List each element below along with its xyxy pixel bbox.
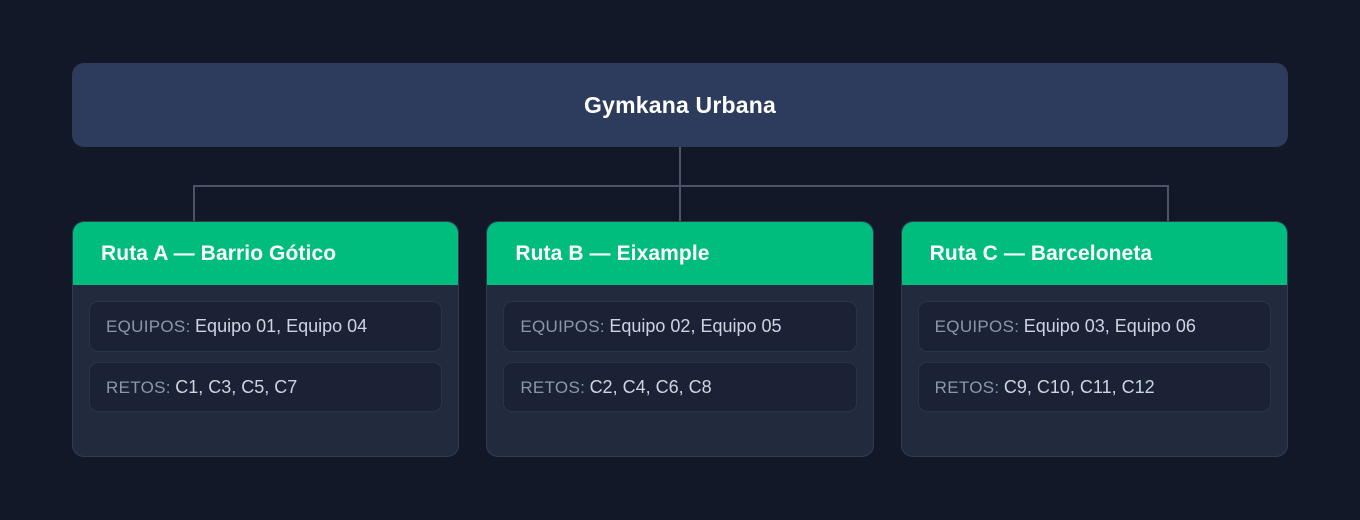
route-card-b-header: Ruta B — Eixample [487,222,873,285]
route-card-c-body: EQUIPOS: Equipo 03, Equipo 06 RETOS: C9,… [902,285,1287,456]
route-card-b-title: Ruta B — Eixample [515,241,710,265]
equipos-label: EQUIPOS: [520,317,605,336]
route-card-b-body: EQUIPOS: Equipo 02, Equipo 05 RETOS: C2,… [487,285,872,456]
route-card-a-retos-value: C1, C3, C5, C7 [175,376,298,397]
route-card-b[interactable]: Ruta B — Eixample EQUIPOS: Equipo 02, Eq… [486,221,874,457]
route-card-b-equipos-field: EQUIPOS: Equipo 02, Equipo 05 [503,301,857,352]
route-card-c-retos-field: RETOS: C9, C10, C11, C12 [917,361,1271,413]
route-card-a-retos-field: RETOS: C1, C3, C5, C7 [89,361,443,413]
route-card-c-retos-value: C9, C10, C11, C12 [1003,376,1155,397]
route-card-b-retos-field: RETOS: C2, C4, C6, C8 [503,361,857,413]
route-card-c-header: Ruta C — Barceloneta [901,222,1287,285]
route-card-a-equipos-field: EQUIPOS: Equipo 01, Equipo 04 [89,301,443,352]
route-cards-row: Ruta A — Barrio Gótico EQUIPOS: Equipo 0… [72,221,1288,457]
route-card-a-title: Ruta A — Barrio Gótico [101,241,337,265]
connector-drop-route-b [679,185,681,221]
retos-label: RETOS: [520,377,586,397]
equipos-label: EQUIPOS: [934,317,1020,336]
route-card-c-equipos-field: EQUIPOS: Equipo 03, Equipo 06 [917,301,1271,352]
root-node-title: Gymkana Urbana [584,91,776,118]
retos-label: RETOS: [934,377,1000,397]
connector-horizontal-bar [193,185,1169,187]
route-card-c-equipos-value: Equipo 03, Equipo 06 [1023,316,1196,336]
root-node[interactable]: Gymkana Urbana [72,63,1288,147]
route-card-b-equipos-value: Equipo 02, Equipo 05 [609,316,782,336]
route-card-a-body: EQUIPOS: Equipo 01, Equipo 04 RETOS: C1,… [73,285,458,456]
connector-drop-route-c [1167,185,1169,221]
retos-label: RETOS: [106,377,171,397]
route-card-a-equipos-value: Equipo 01, Equipo 04 [195,316,368,336]
route-card-b-retos-value: C2, C4, C6, C8 [589,376,712,397]
route-card-c[interactable]: Ruta C — Barceloneta EQUIPOS: Equipo 03,… [900,221,1288,457]
route-card-a[interactable]: Ruta A — Barrio Gótico EQUIPOS: Equipo 0… [72,221,460,457]
connector-root-stem [679,147,681,186]
route-card-c-title: Ruta C — Barceloneta [929,241,1153,265]
equipos-label: EQUIPOS: [106,317,191,336]
connector-drop-route-a [193,185,195,221]
route-card-a-header: Ruta A — Barrio Gótico [73,222,459,285]
